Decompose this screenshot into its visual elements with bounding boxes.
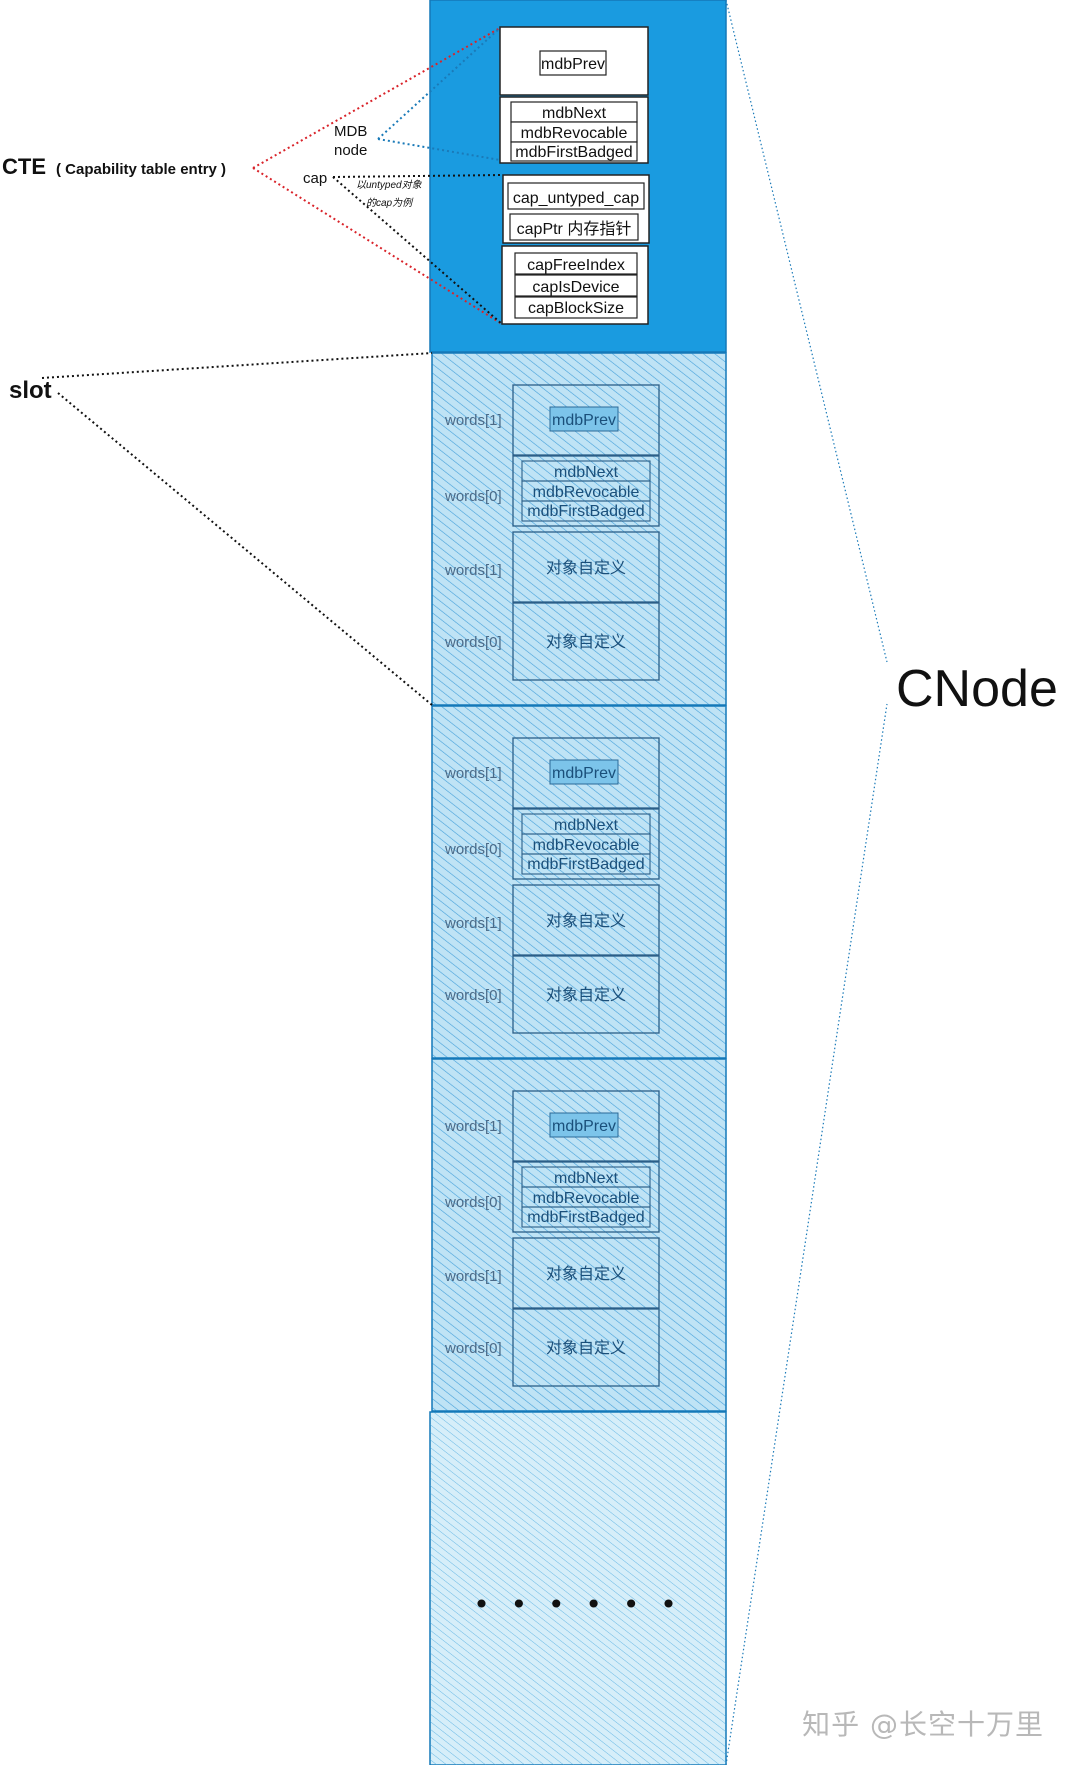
cte-mdb-next: mdbNext bbox=[542, 105, 607, 122]
slot-custom-word1: 对象自定义 bbox=[546, 912, 626, 930]
cte-cap-is-device: capIsDevice bbox=[532, 279, 619, 296]
slot-mdb-next: mdbNext bbox=[554, 1170, 619, 1187]
slot-block: mdbPrev mdbNext mdbRevocable mdbFirstBad… bbox=[431, 1058, 727, 1412]
mdb-node-label-line2: node bbox=[334, 142, 367, 159]
slot-mdb-prev: mdbPrev bbox=[552, 765, 616, 782]
slot-mdb-first-badged: mdbFirstBadged bbox=[527, 503, 644, 520]
cte-subtitle: ( Capability table entry ) bbox=[56, 161, 226, 178]
slot-mdb-prev: mdbPrev bbox=[552, 1118, 616, 1135]
slot-word-label-4: words[0] bbox=[444, 634, 502, 651]
cte-cap-block-size: capBlockSize bbox=[528, 300, 624, 317]
slot-word-label-3: words[1] bbox=[444, 562, 502, 579]
slot-block: mdbPrev mdbNext mdbRevocable mdbFirstBad… bbox=[431, 705, 727, 1059]
more-slots-block: • • • • • • bbox=[429, 1411, 727, 1765]
slot-block: mdbPrev mdbNext mdbRevocable mdbFirstBad… bbox=[431, 352, 727, 706]
mdb-node-label-line1: MDB bbox=[334, 123, 367, 140]
slot-custom-word1: 对象自定义 bbox=[546, 559, 626, 577]
slot-mdb-next: mdbNext bbox=[554, 464, 619, 481]
slot-word-label-4: words[0] bbox=[444, 1340, 502, 1357]
connectors bbox=[41, 0, 888, 1765]
slot-custom-word0: 对象自定义 bbox=[546, 1339, 626, 1357]
cte-cap-ptr: capPtr 内存指针 bbox=[517, 220, 632, 238]
slot-mdb-revocable: mdbRevocable bbox=[533, 837, 640, 854]
slot-word-label-3: words[1] bbox=[444, 915, 502, 932]
slot-word-label-2: words[0] bbox=[444, 1194, 502, 1211]
slot-custom-word0: 对象自定义 bbox=[546, 633, 626, 651]
cte-cap-untyped-cap: cap_untyped_cap bbox=[513, 190, 639, 207]
slot-word-label-1: words[1] bbox=[444, 765, 502, 782]
slot-label: slot bbox=[9, 377, 52, 404]
cap-note-line1: 以untyped对象 bbox=[356, 179, 423, 191]
slot-word-label-1: words[1] bbox=[444, 1118, 502, 1135]
cnode-label: CNode bbox=[896, 660, 1058, 718]
cte-mdb-prev: mdbPrev bbox=[541, 56, 605, 73]
ellipsis-dots: • • • • • • bbox=[473, 1588, 683, 1621]
slot-word-label-4: words[0] bbox=[444, 987, 502, 1004]
slot-custom-word0: 对象自定义 bbox=[546, 986, 626, 1004]
slot-mdb-revocable: mdbRevocable bbox=[533, 1190, 640, 1207]
watermark: 知乎 @长空十万里 bbox=[802, 1708, 1044, 1741]
slot-mdb-first-badged: mdbFirstBadged bbox=[527, 856, 644, 873]
cap-label: cap bbox=[303, 170, 327, 187]
slot-word-label-2: words[0] bbox=[444, 488, 502, 505]
slot-word-label-1: words[1] bbox=[444, 412, 502, 429]
slot-word-label-2: words[0] bbox=[444, 841, 502, 858]
slot-word-label-3: words[1] bbox=[444, 1268, 502, 1285]
slot-mdb-revocable: mdbRevocable bbox=[533, 484, 640, 501]
cap-note-line2: 的cap为例 bbox=[366, 197, 414, 209]
cte-mdb-first-badged: mdbFirstBadged bbox=[515, 144, 632, 161]
cte-block: mdbPrev mdbNext mdbRevocable mdbFirstBad… bbox=[429, 0, 727, 353]
cte-cap-free-index: capFreeIndex bbox=[527, 257, 625, 274]
slot-mdb-first-badged: mdbFirstBadged bbox=[527, 1209, 644, 1226]
cte-mdb-revocable: mdbRevocable bbox=[521, 125, 628, 142]
cte-title: CTE bbox=[2, 154, 46, 179]
slot-mdb-next: mdbNext bbox=[554, 817, 619, 834]
slot-mdb-prev: mdbPrev bbox=[552, 412, 616, 429]
slot-custom-word1: 对象自定义 bbox=[546, 1265, 626, 1283]
